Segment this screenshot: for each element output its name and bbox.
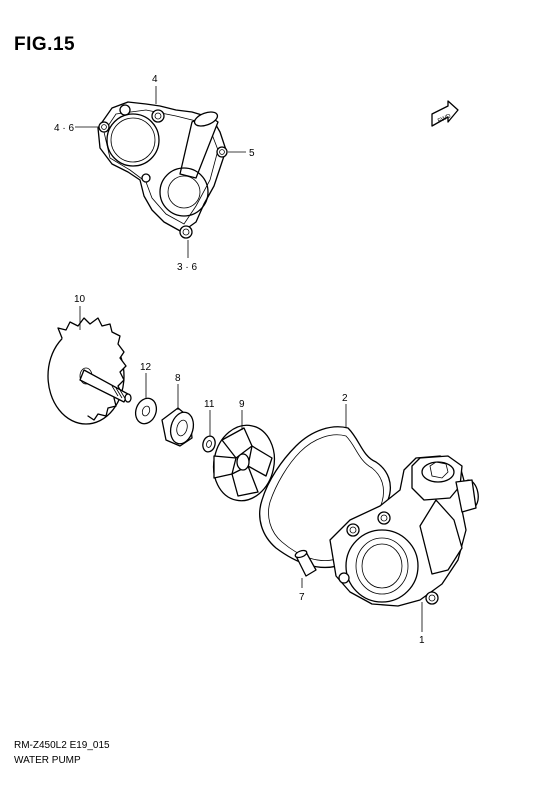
seal-washer[interactable] bbox=[201, 435, 217, 454]
pump-drive-gear[interactable] bbox=[47, 317, 132, 425]
callout-labels: 4 4 · 6 5 3 · 6 10 12 8 11 9 2 7 1 bbox=[54, 74, 425, 646]
callout-9: 9 bbox=[239, 399, 245, 410]
fwd-arrow-icon: FWD bbox=[431, 100, 459, 127]
pump-cover[interactable] bbox=[97, 101, 228, 239]
mechanical-seal[interactable] bbox=[161, 407, 197, 447]
callout-4: 4 bbox=[152, 74, 158, 85]
fwd-label: FWD bbox=[437, 113, 453, 124]
callout-12: 12 bbox=[140, 362, 152, 373]
callout-1: 1 bbox=[419, 635, 425, 646]
callout-2: 2 bbox=[342, 393, 348, 404]
section-name: WATER PUMP bbox=[14, 755, 81, 766]
callout-3-6: 3 · 6 bbox=[177, 262, 197, 273]
pump-case[interactable] bbox=[329, 455, 480, 607]
leader-lines bbox=[75, 86, 423, 632]
callout-8: 8 bbox=[175, 373, 181, 384]
model-code: RM-Z450L2 E19_015 bbox=[14, 740, 110, 751]
dowel-pin[interactable] bbox=[294, 549, 317, 577]
callout-4-6: 4 · 6 bbox=[54, 123, 74, 134]
impeller[interactable] bbox=[207, 420, 281, 507]
callout-7: 7 bbox=[299, 592, 305, 603]
callout-11: 11 bbox=[204, 399, 215, 410]
callout-5: 5 bbox=[249, 148, 255, 159]
washer[interactable] bbox=[132, 395, 160, 426]
figure-title: FIG.15 bbox=[14, 34, 76, 55]
callout-10: 10 bbox=[74, 294, 86, 305]
